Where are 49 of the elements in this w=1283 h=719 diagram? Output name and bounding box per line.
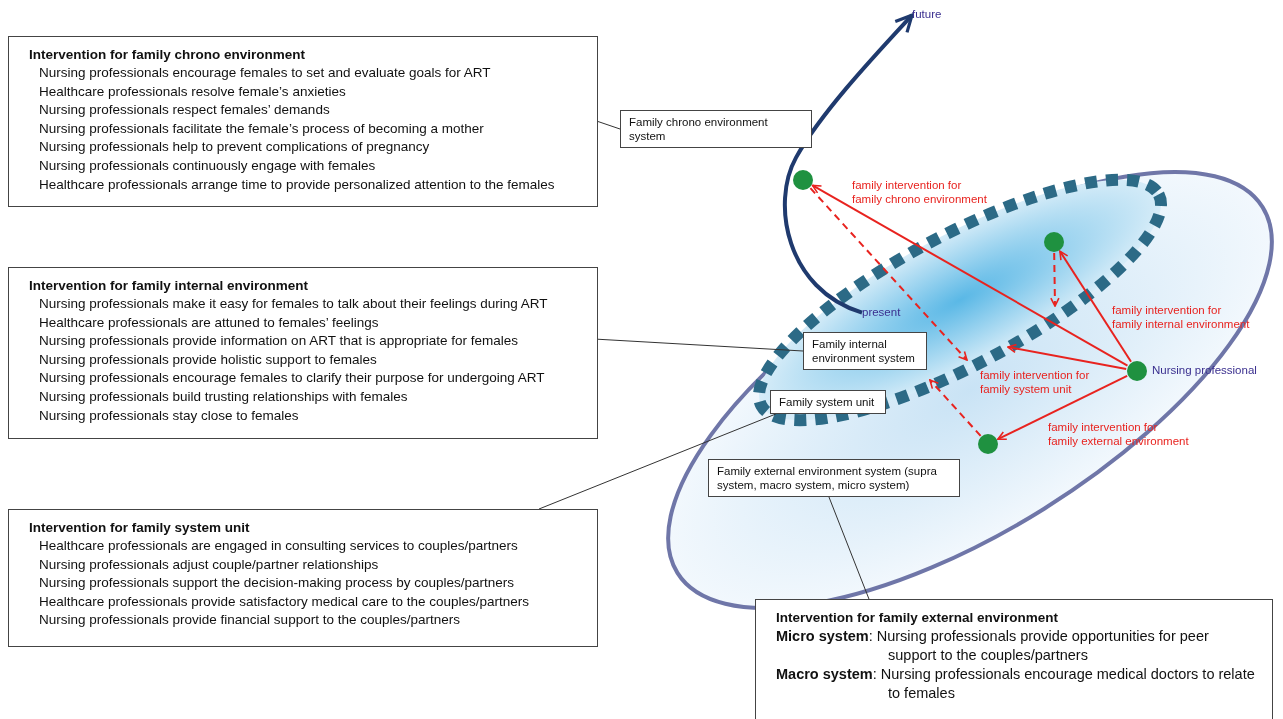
panel-heading: Intervention for family internal environment — [29, 278, 310, 293]
list-item: Nursing professionals continuously engage with females — [38, 156, 377, 175]
time-label: future — [912, 8, 942, 20]
leader-line — [597, 121, 621, 130]
arrow — [1058, 250, 1133, 363]
intervention-panel — [8, 267, 598, 439]
panel-heading: Intervention for family chrono environment — [29, 47, 307, 62]
system-label: Family external environment system (supra system, macro system, micro system) — [708, 459, 960, 497]
system-label: Family system unit — [770, 390, 886, 414]
arrow — [996, 374, 1129, 441]
list-item: Healthcare professionals arrange time to provide personalized attention to the females — [38, 175, 556, 194]
list-item: Nursing professionals make it easy for females to talk about their feelings during ART — [38, 295, 549, 313]
panel-heading: Intervention for family external environment — [776, 610, 1060, 625]
list-item: Nursing professionals support the decision-making process by couples/partners — [38, 574, 515, 593]
list-item: Healthcare professionals are attuned to females’ feelings — [38, 313, 380, 332]
arrow — [809, 187, 968, 361]
intervention-panel — [8, 509, 598, 647]
list-item: Healthcare professionals resolve female’s anxieties — [38, 82, 347, 101]
list-item: Nursing professionals encourage females to clarify their purpose for undergoing ART — [38, 369, 546, 388]
leader-line — [828, 496, 870, 600]
list-item: Healthcare professionals provide satisfactory medical care to the couples/partners — [38, 592, 530, 611]
list-item: Nursing professionals provide information on ART that is appropriate for females — [38, 332, 519, 351]
list-item: Nursing professionals adjust couple/partner relationships — [38, 555, 380, 574]
list-item: Nursing professionals facilitate the female’s process of becoming a mother — [38, 119, 485, 138]
edge-label: family intervention for family chrono environment — [852, 178, 988, 206]
list-item: Nursing professionals provide holistic support to females — [38, 350, 378, 369]
arrow — [928, 379, 982, 437]
system-label: Family internal environment system — [803, 332, 927, 370]
list-item: Nursing professionals respect females’ demands — [38, 101, 331, 120]
list-item: Nursing professionals provide financial support to the couples/partners — [38, 611, 461, 630]
edge-label: family intervention for family system unit — [980, 368, 1091, 396]
intervention-panel — [755, 599, 1273, 719]
list-item: Micro system: Nursing professionals provide opportunities for peer support to the couples/partners — [776, 627, 1210, 665]
list-item: Healthcare professionals are engaged in consulting services to couples/partners — [38, 537, 519, 555]
list-item: Nursing professionals help to prevent complications of pregnancy — [38, 138, 431, 157]
point-marker — [793, 170, 813, 190]
system-label: Family chrono environment system — [620, 110, 812, 148]
time-label: present — [862, 306, 901, 318]
arrow — [1050, 252, 1060, 308]
arrow — [811, 184, 1129, 367]
arrow — [1006, 343, 1128, 370]
list-item: Nursing professionals encourage females to set and evaluate goals for ART — [38, 64, 492, 82]
intervention-panel — [8, 36, 598, 207]
panel-heading: Intervention for family system unit — [29, 520, 251, 535]
list-item: Nursing professionals stay close to females — [38, 406, 300, 425]
leader-line — [597, 338, 804, 352]
list-item: Macro system: Nursing professionals encourage medical doctors to relate to females — [776, 665, 1256, 703]
leader-line — [538, 413, 777, 510]
list-item: Nursing professionals build trusting relationships with females — [38, 387, 409, 406]
